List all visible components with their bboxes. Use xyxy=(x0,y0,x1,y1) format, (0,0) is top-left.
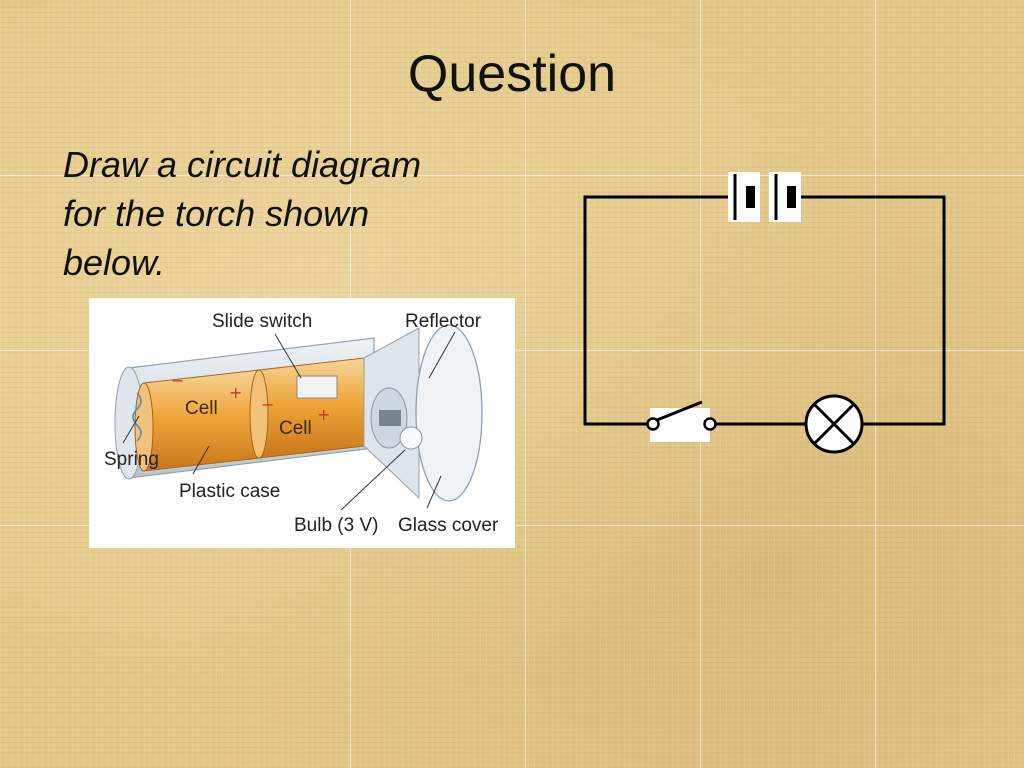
circuit-diagram xyxy=(583,172,946,454)
slide-switch-shape xyxy=(296,375,338,399)
lamp-cross xyxy=(813,403,855,445)
plus-sign: + xyxy=(229,383,242,402)
background-gridline xyxy=(0,175,1024,176)
leader-line xyxy=(340,449,406,511)
cell-symbol-background xyxy=(728,172,760,222)
question-line: for the torch shown xyxy=(63,193,370,234)
cell-short-plate xyxy=(787,186,796,208)
wire xyxy=(583,195,733,426)
background-gridline xyxy=(875,0,876,768)
label-spring: Spring xyxy=(104,449,159,470)
wire xyxy=(796,195,946,426)
bulb-base xyxy=(379,410,401,426)
switch-symbol-background xyxy=(650,408,710,442)
label-glass-cover: Glass cover xyxy=(398,515,499,536)
minus-sign: − xyxy=(261,395,274,414)
question-line: below. xyxy=(63,242,166,283)
background-gridline xyxy=(525,0,526,768)
label-bulb: Bulb (3 V) xyxy=(294,515,378,536)
label-cell: Cell xyxy=(185,398,218,419)
cell-short-plate xyxy=(746,186,755,208)
label-reflector: Reflector xyxy=(405,311,482,332)
background-gridline xyxy=(700,0,701,768)
leader-line xyxy=(426,475,442,509)
bulb-shape xyxy=(399,426,423,450)
label-cell: Cell xyxy=(279,418,312,439)
cell-symbol xyxy=(728,172,760,222)
slide-title: Question xyxy=(407,45,617,103)
cell-2-end xyxy=(249,369,269,459)
switch-lever xyxy=(656,400,703,422)
label-plastic-case: Plastic case xyxy=(179,481,280,502)
leader-line xyxy=(122,415,140,444)
torch-drawing: − + − + Slide switch Reflector Cell Cell… xyxy=(104,311,499,536)
glass-cover-shape xyxy=(415,324,483,502)
plus-sign: + xyxy=(317,405,330,424)
switch-contact xyxy=(646,417,660,431)
label-slide-switch: Slide switch xyxy=(212,311,312,332)
leader-line xyxy=(428,331,456,379)
cell-symbol xyxy=(769,172,801,222)
leader-line xyxy=(192,445,210,475)
leader-line xyxy=(274,333,302,379)
cell-2-shape xyxy=(258,357,365,459)
switch-contact xyxy=(703,417,717,431)
minus-sign: − xyxy=(171,371,184,390)
switch-symbol xyxy=(646,400,717,442)
spring-shape xyxy=(132,392,142,442)
lamp-symbol xyxy=(804,394,864,454)
question-line: Draw a circuit diagram xyxy=(63,144,422,185)
question-text: Draw a circuit diagram for the torch sho… xyxy=(63,140,483,287)
torch-illustration: − + − + Slide switch Reflector Cell Cell… xyxy=(89,298,515,548)
cell-symbol-background xyxy=(769,172,801,222)
